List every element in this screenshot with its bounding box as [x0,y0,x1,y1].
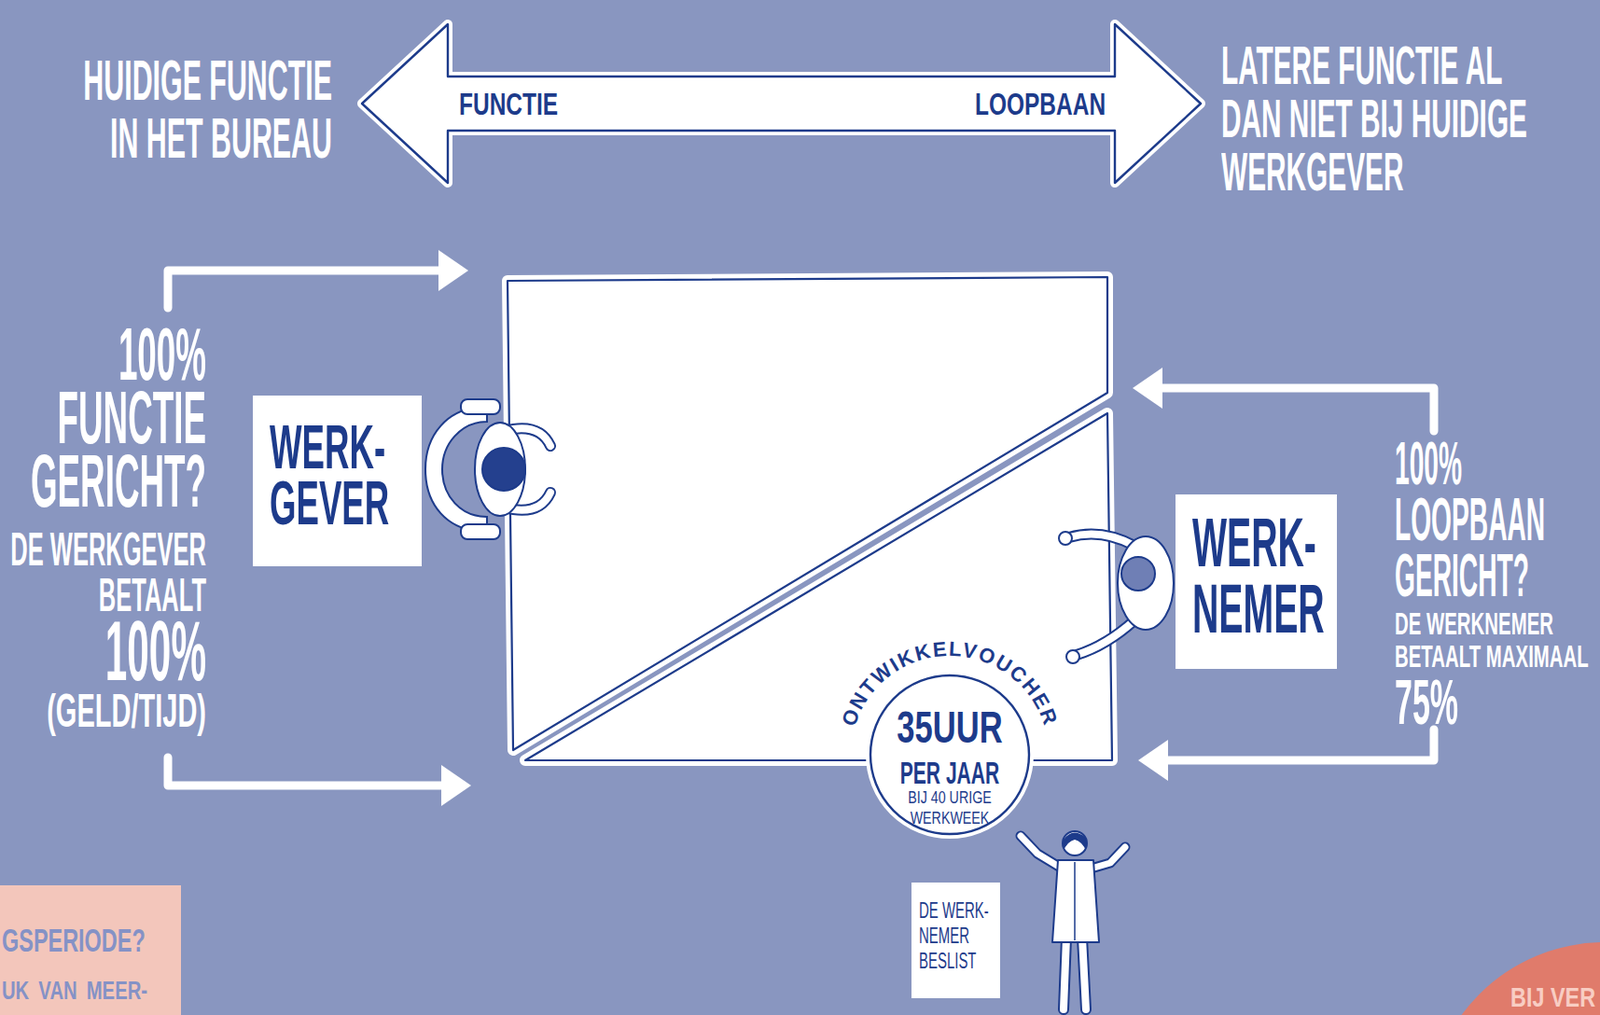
node-text: BIJ VER [1510,982,1600,1013]
arrow-head [1132,367,1163,409]
bracket-arrow [1158,388,1434,432]
node-text: GSPERIODE? [1,922,152,959]
bracket-arrow [1164,729,1434,761]
arrow-head [1138,739,1169,781]
employer-figure [425,399,551,540]
role-box: WERK- GEVER [252,395,422,567]
side-heading: 100% LOOPBAAN GERICHT? [1394,435,1559,604]
armrest [460,524,501,540]
role-box: WERK- NEMER [1175,494,1337,669]
side-note: DE WERKNEMER BETAALT MAXIMAAL [1394,607,1597,673]
head [1121,556,1155,591]
legs [1063,937,1086,1010]
arm [503,492,551,511]
double-arrow: FUNCTIE LOOPBAAN [359,16,1204,195]
note-box: DE WERK- NEMER BESLIST [911,882,1001,999]
node-text: FUNCTIE [459,86,571,121]
arrow-head [438,250,469,292]
armrest [460,399,501,415]
coat-line [1073,862,1076,941]
table-half [525,413,1113,761]
arm [503,428,551,446]
side-heading: 100% FUNCTIE GERICHT? [19,322,207,514]
arm [1076,620,1135,655]
arm [1069,534,1135,546]
legs [1063,937,1086,1010]
shoulders [1117,536,1174,630]
circle-outline [870,675,1030,835]
bracket-arrow [167,270,445,308]
percentage: 75% [1394,669,1489,734]
side-note: DE WERKGEVER BETAALT [0,527,207,619]
node-text: DE WERK- NEMER BESLIST [918,898,996,974]
head [482,447,526,491]
arm [503,428,551,446]
voucher-circle: ONTWIKKELVOUCHER35UURPER JAARBIJ 40 URIG… [864,669,1035,840]
arrow-border [361,24,1201,183]
coat [1052,860,1100,943]
arms [1020,835,1126,870]
arm [1076,620,1135,655]
arms [1020,835,1126,870]
node-text: LOOPBAAN [974,86,1115,121]
node-text: BIJ 40 URIGE WERKWEEK [901,787,999,829]
shoulders [474,422,526,516]
chair [425,406,487,532]
standing-figure [1020,831,1126,1010]
hand [1058,531,1072,545]
badge-circle: BIJ VER [1425,940,1600,1015]
head [1062,831,1087,856]
side-note-box: GSPERIODE? UK VAN MEER- [0,885,181,1015]
node-text: UK VAN MEER- [1,976,161,1005]
arm [1069,534,1135,546]
arm [503,492,551,511]
hair [1063,832,1086,851]
arrow-outline [361,24,1201,183]
bracket-arrow [167,757,446,786]
side-note: (GELD/TIJD) [19,687,207,735]
percentage: 100% [19,609,207,694]
axis-end-label: LATERE FUNCTIE AL DAN NIET BIJ HUIDIGE W… [1221,39,1539,199]
node-text: WERK- NEMER [1192,509,1328,642]
axis-end-label: HUIDIGE FUNCTIE IN HET BUREAU [61,51,333,167]
circle-fill [1427,942,1600,1015]
node-text: 35UUR [879,704,1020,752]
employee-figure [1058,531,1174,664]
node-text: PER JAAR [879,755,1020,790]
node-text: WERK- GEVER [269,418,401,531]
circle-border [870,675,1030,835]
hand [1066,650,1080,664]
arrow-head [441,765,472,807]
